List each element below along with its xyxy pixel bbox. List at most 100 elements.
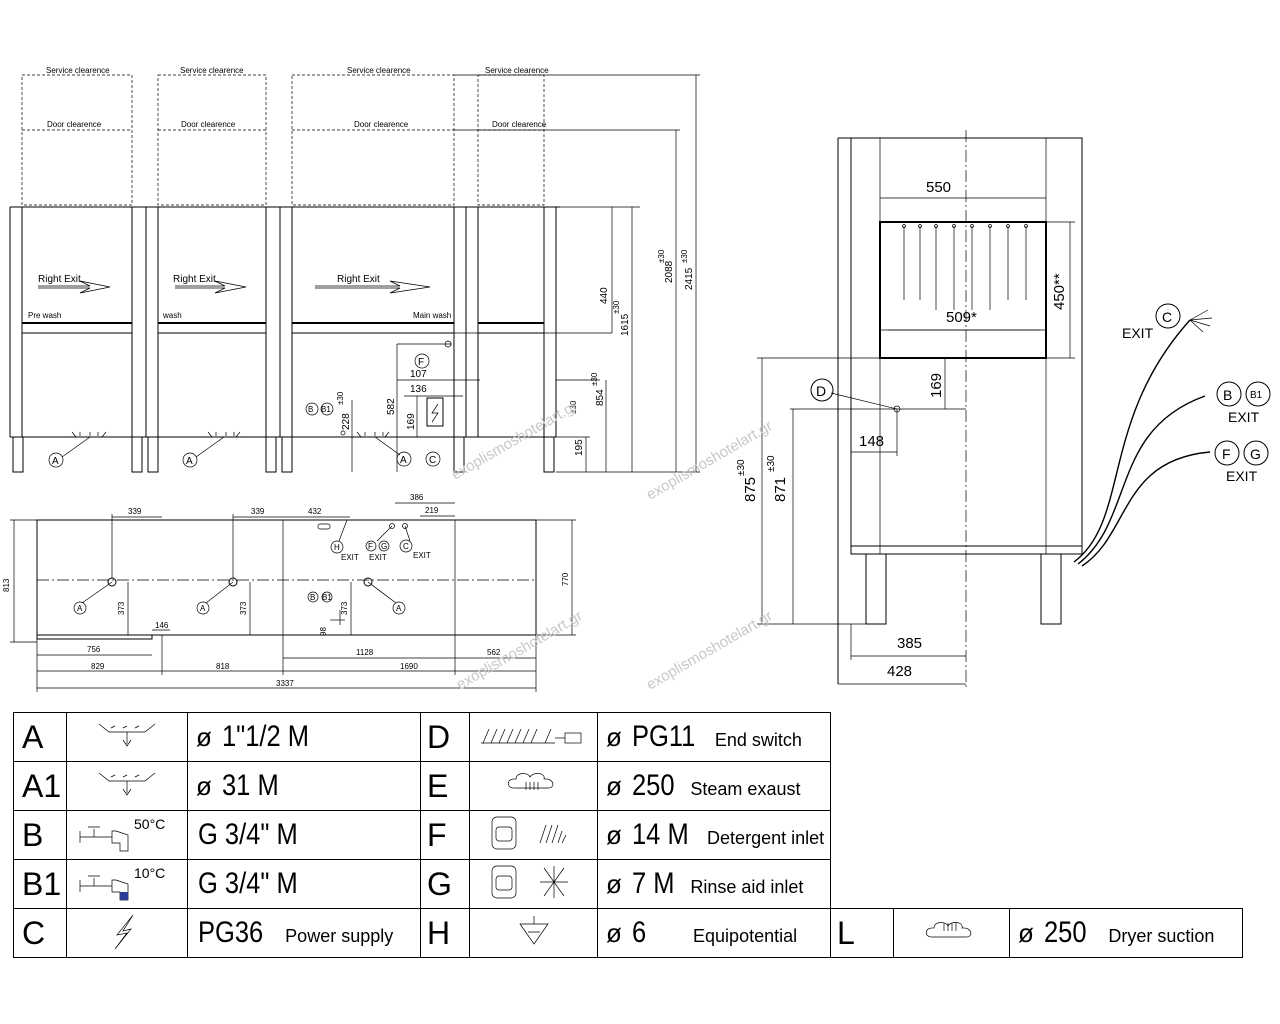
legend-letter: A1: [13, 761, 67, 811]
dim-169: 169: [928, 373, 945, 398]
tolerance-label: ±30: [766, 455, 777, 472]
rinse-aid-icon: [469, 859, 598, 909]
arrow-icon: [315, 280, 431, 294]
legend-letter: H: [420, 908, 470, 958]
machine-body: [9, 206, 560, 473]
service-clearance-label: Service clearence: [347, 66, 411, 75]
dim-432: 432: [308, 507, 322, 516]
dim-1128: 1128: [356, 648, 374, 657]
exit-label: EXIT: [1226, 468, 1258, 484]
marker-g: G: [381, 542, 387, 551]
legend-value: 31 M: [221, 769, 279, 802]
marker-b1: B1: [1250, 390, 1263, 401]
zone-label: Main wash: [413, 311, 451, 320]
right-exit-label: Right Exit: [173, 274, 216, 285]
right-exit-arrows: Right Exit Right Exit Right Exit: [38, 274, 431, 294]
marker-f: F: [368, 542, 373, 551]
dim-148: 148: [859, 433, 884, 450]
marker-d: D: [816, 383, 826, 399]
dim-169: 169: [406, 413, 417, 430]
legend-letter: E: [420, 761, 470, 811]
dim-373: 373: [117, 601, 126, 615]
legend-letter: L: [830, 908, 894, 958]
front-local-dims: 107 136 582 169 228: [341, 343, 480, 472]
legend-value: PG36: [198, 916, 264, 949]
door-clearance-label: Door clearence: [492, 120, 547, 129]
front-height-dims: 440 1615 2088 2415 854 195 ±30 ±30 ±30 ±…: [336, 74, 700, 473]
watermark: exoplismoshotelart.gr: [454, 607, 586, 693]
zone-label: wash: [162, 311, 182, 320]
side-view: 550 509* 450** D 169 148 875 871 ±30 ±30: [736, 130, 1271, 690]
dim-829: 829: [91, 662, 105, 671]
drain-symbols: [61, 431, 401, 458]
legend-value: G 3/4" M: [198, 818, 298, 851]
marker-a: A: [186, 456, 193, 467]
dim-756: 756: [87, 645, 101, 654]
dim-195: 195: [574, 439, 585, 456]
diameter-symbol: ø: [606, 869, 622, 899]
dim-136: 136: [410, 384, 427, 395]
legend-letter: D: [420, 712, 470, 762]
legend-value: 250: [631, 769, 675, 802]
zone-label: Pre wash: [28, 311, 61, 320]
tolerance-label: ±30: [590, 372, 599, 386]
dim-875: 875: [742, 477, 759, 502]
drain-icon: [66, 761, 188, 811]
door-clearance-label: Door clearence: [354, 120, 409, 129]
exit-label: EXIT: [341, 553, 359, 562]
legend-letter: F: [420, 810, 470, 860]
arrow-icon: [38, 280, 111, 294]
exit-label: EXIT: [1228, 409, 1260, 425]
end-switch-icon: [469, 712, 598, 762]
clearance-boxes: [21, 74, 545, 206]
dim-2088: 2088: [664, 260, 675, 283]
arrow-icon: [175, 280, 247, 294]
legend-letter: A: [13, 712, 67, 762]
dim-228: 228: [341, 413, 352, 430]
rack-pins: [902, 224, 1028, 310]
plan-view: 813 770 339 339 432 386 219 373 373 373 …: [2, 493, 576, 692]
tolerance-label: ±30: [657, 249, 666, 263]
diameter-symbol: ø: [606, 771, 622, 801]
clearance-labels: Service clearence Service clearence Serv…: [46, 66, 549, 129]
watermark: exoplismoshotelart.gr: [644, 607, 776, 693]
dim-1615: 1615: [620, 313, 631, 336]
legend-letter: B: [13, 810, 67, 860]
water-hose: [1077, 395, 1206, 565]
right-exit-label: Right Exit: [38, 274, 81, 285]
legend-label: Equipotential: [693, 926, 798, 946]
tolerance-label: ±30: [336, 391, 345, 405]
legend-label: Power supply: [285, 926, 394, 946]
marker-c: C: [403, 542, 409, 551]
cable-wires: [1189, 309, 1213, 333]
diameter-symbol: ø: [606, 918, 622, 948]
detergent-hose: [1081, 451, 1211, 567]
dim-450: 450**: [1051, 273, 1068, 310]
diameter-symbol: ø: [606, 820, 622, 850]
cold-tap-icon: 10°C: [66, 859, 188, 909]
detergent-icon: [469, 810, 598, 860]
marker-a: A: [77, 604, 83, 613]
marker-c: C: [429, 455, 436, 466]
steam-icon: [469, 761, 598, 811]
dim-2415: 2415: [684, 267, 695, 290]
dim-509: 509*: [946, 309, 977, 326]
dryer-icon: [893, 908, 1010, 958]
marker-b1: B1: [322, 593, 332, 602]
dim-582: 582: [386, 398, 397, 415]
dim-373: 373: [340, 601, 349, 615]
legend-label: End switch: [714, 730, 802, 750]
drain-icon: [66, 712, 188, 762]
marker-b1: B1: [321, 405, 331, 414]
legend-value: G 3/4" M: [198, 867, 298, 900]
front-markers: A A A F C B B1: [48, 340, 452, 468]
diameter-symbol: ø: [1018, 918, 1034, 948]
front-view: Service clearence Service clearence Serv…: [9, 66, 700, 473]
dim-854: 854: [595, 389, 606, 406]
door-clearance-label: Door clearence: [181, 120, 236, 129]
dim-386: 386: [410, 493, 424, 502]
tolerance-label: ±30: [736, 459, 747, 476]
